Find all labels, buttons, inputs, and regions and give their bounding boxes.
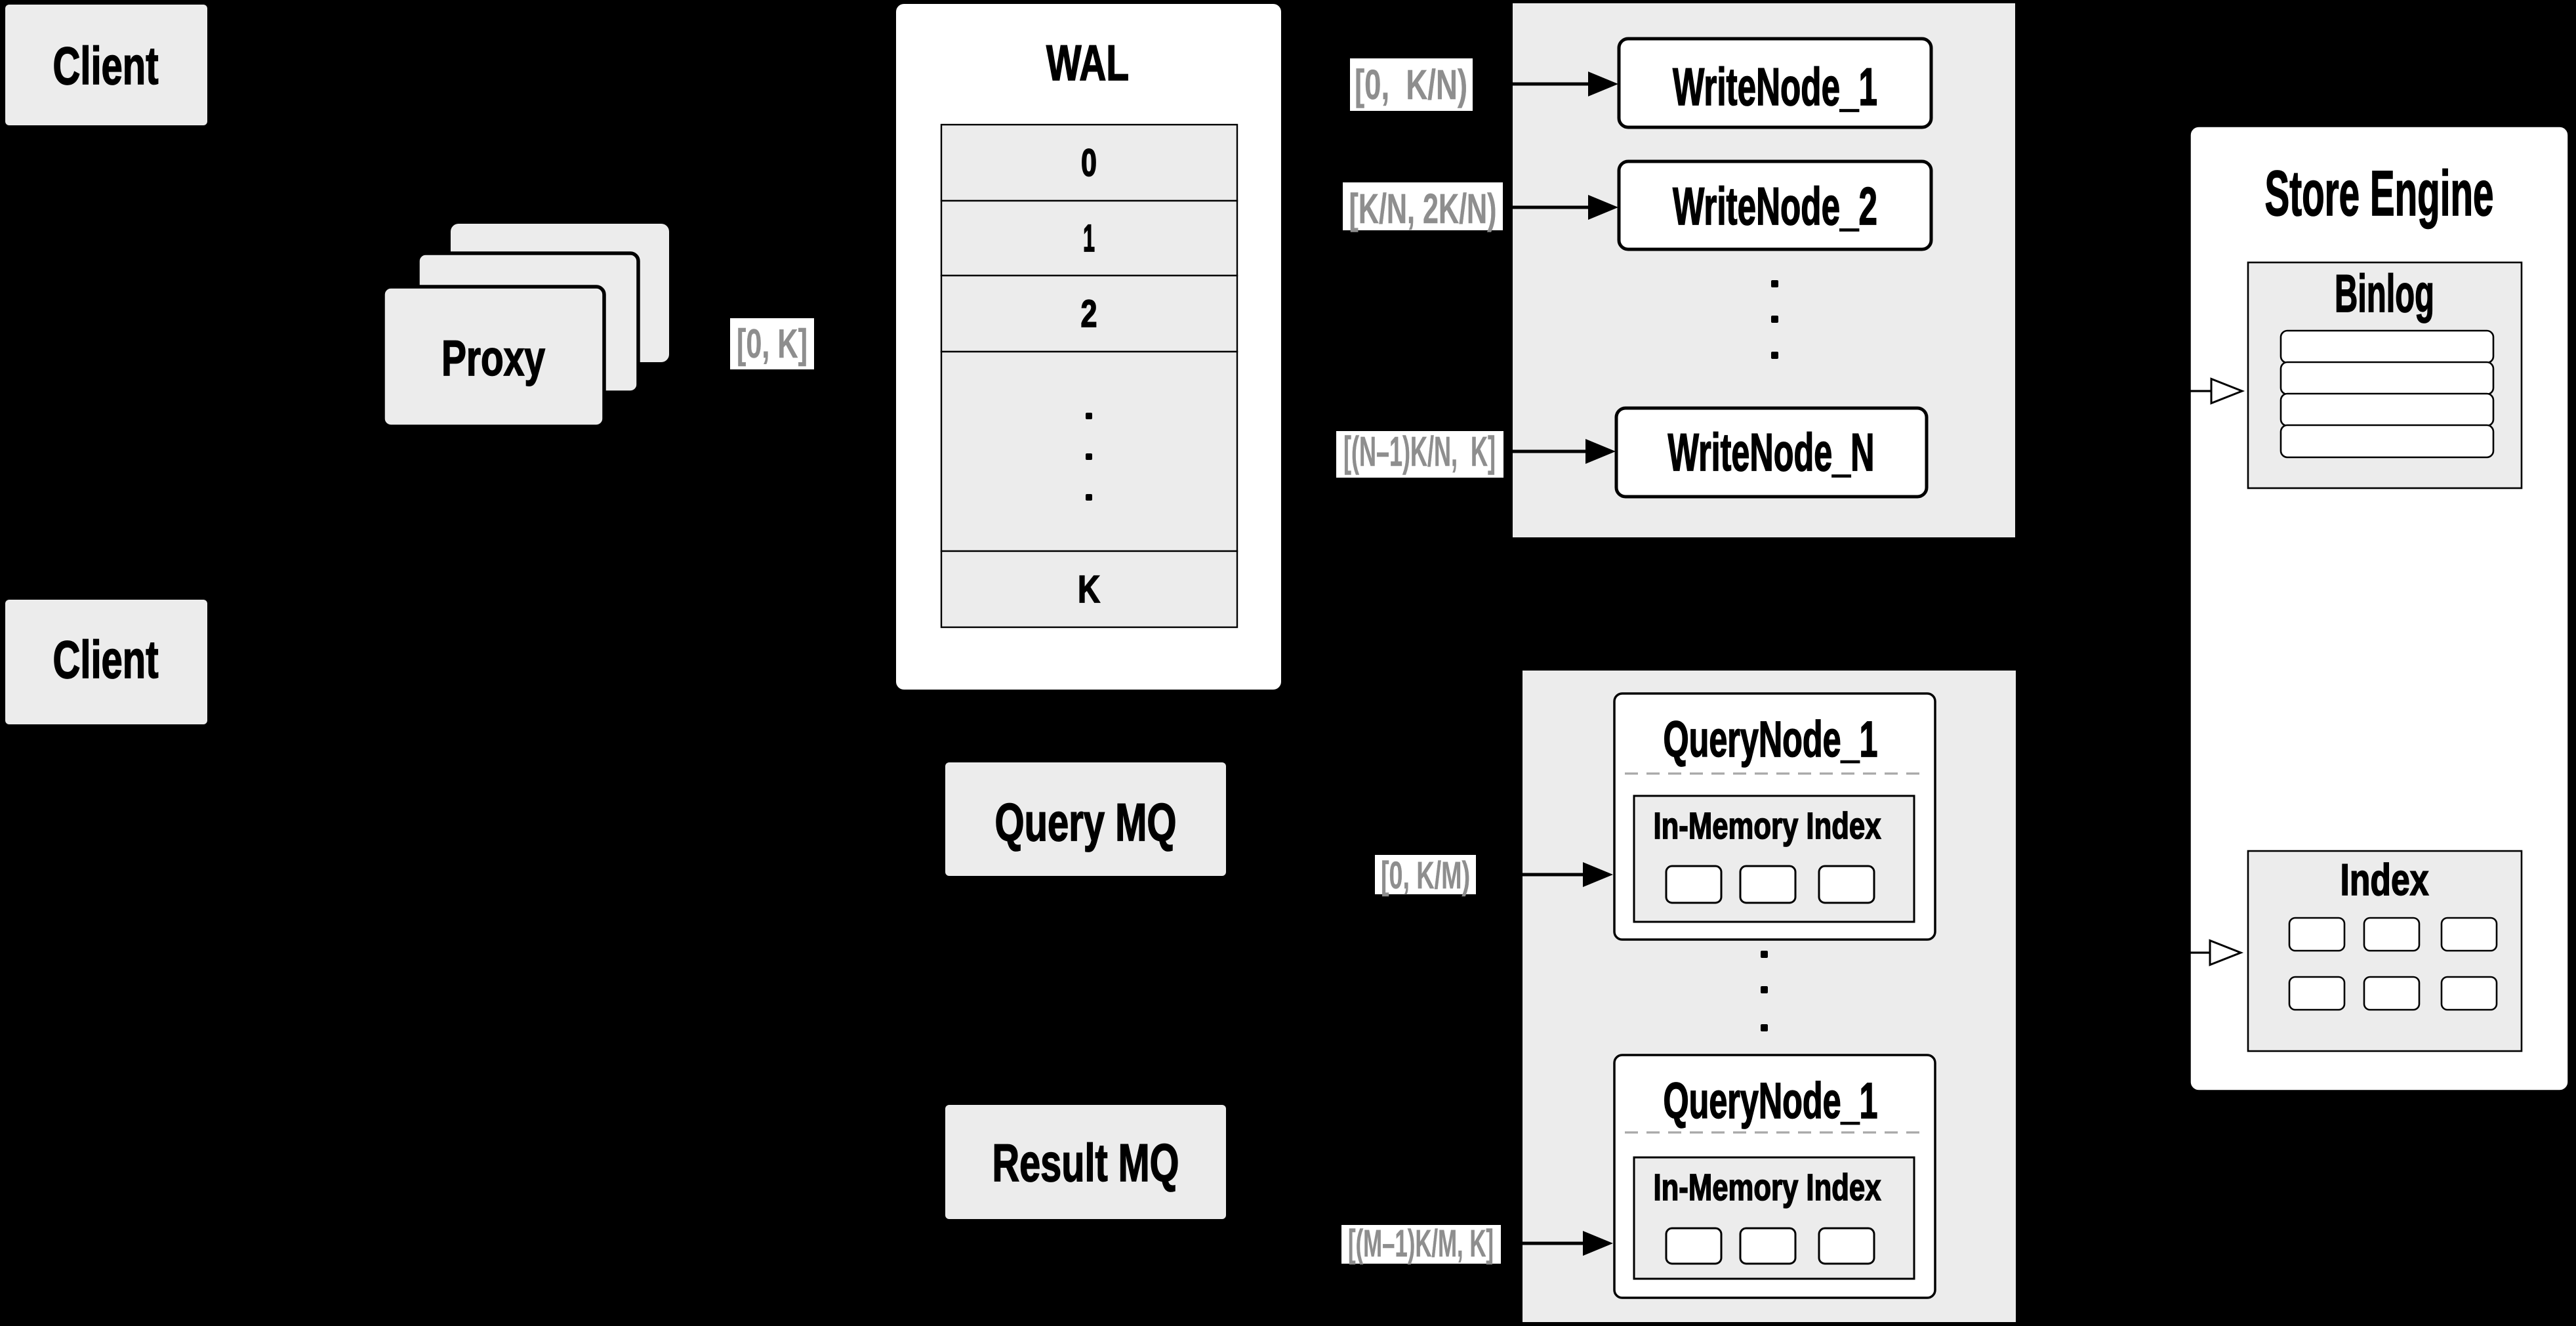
svg-text:In-Memory Index: In-Memory Index [1654, 1167, 1881, 1209]
svg-text:Store Engine: Store Engine [2265, 157, 2494, 229]
svg-text:Client: Client [53, 37, 159, 96]
svg-text:[0, K/N): [0, K/N) [1355, 61, 1467, 108]
svg-text:WriteNode_1: WriteNode_1 [1673, 58, 1877, 117]
svg-text:Index: Index [2341, 855, 2429, 905]
svg-text:Result MQ: Result MQ [992, 1134, 1179, 1193]
svg-text:[K/N, 2K/N): [K/N, 2K/N) [1349, 185, 1497, 232]
svg-text:Query MQ: Query MQ [995, 793, 1177, 852]
svg-text:Client: Client [53, 631, 159, 690]
svg-text:QueryNode_1: QueryNode_1 [1664, 711, 1878, 768]
svg-text:1: 1 [1083, 217, 1095, 260]
svg-text:[(M–1)K/M, K]: [(M–1)K/M, K] [1348, 1222, 1494, 1265]
svg-text:[0, K]: [0, K] [737, 321, 808, 367]
svg-text:WAL: WAL [1046, 35, 1129, 91]
svg-text:QueryNode_1: QueryNode_1 [1664, 1073, 1878, 1129]
svg-text:Binlog: Binlog [2335, 264, 2434, 323]
svg-text:WriteNode_N: WriteNode_N [1668, 423, 1875, 482]
svg-text:In-Memory Index: In-Memory Index [1654, 805, 1881, 847]
svg-text:WriteNode_2: WriteNode_2 [1673, 177, 1877, 236]
svg-text:[(N–1)K/N, K]: [(N–1)K/N, K] [1343, 428, 1496, 475]
svg-text:0: 0 [1081, 142, 1097, 184]
svg-text:Proxy: Proxy [441, 331, 545, 386]
svg-text:K: K [1078, 568, 1100, 611]
svg-text:2: 2 [1081, 293, 1097, 335]
svg-text:[0, K/M): [0, K/M) [1381, 854, 1470, 897]
